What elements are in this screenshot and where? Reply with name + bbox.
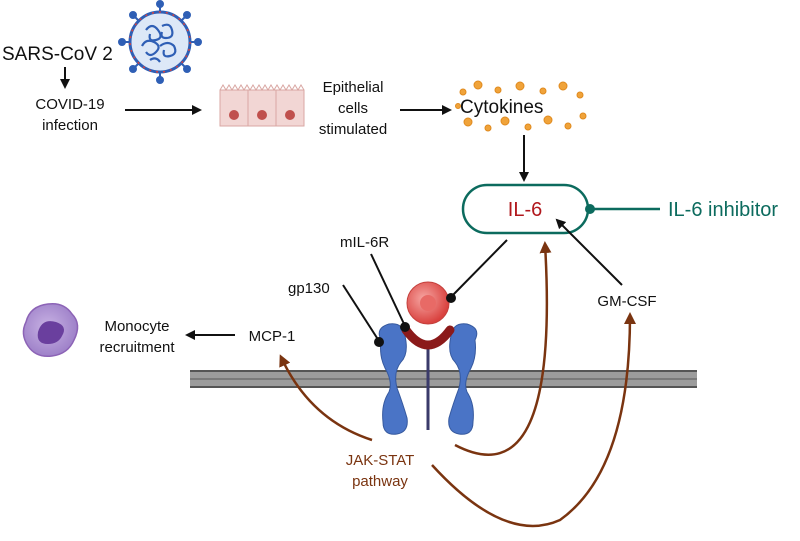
mil6r-label: mIL-6R [340, 234, 389, 251]
il6-label: IL-6 [508, 199, 542, 221]
gp130-label: gp130 [288, 280, 330, 297]
inhibitor-label: IL-6 inhibitor [668, 199, 778, 221]
inhibitor-blunt-end [585, 204, 595, 214]
epithelial-cells-icon [219, 84, 305, 127]
gp130-receptor-icon [378, 323, 478, 435]
cytokine-dots-icon [455, 80, 587, 132]
epithelial-label-line2: cells [338, 100, 368, 117]
infection-label-line1: COVID-19 [35, 96, 104, 113]
cell-membrane [190, 370, 697, 388]
jakstat-label-line1: JAK-STAT [346, 452, 415, 469]
jakstat-arrows [279, 241, 636, 528]
gmcsf-to-il6-arrow [555, 218, 623, 286]
virus-icon [118, 0, 202, 84]
virus-label: SARS-CoV 2 [2, 44, 113, 65]
epithelial-label-line3: stimulated [319, 121, 387, 138]
monocyte-icon [22, 302, 79, 358]
cytokines-label: Cytokines [460, 97, 543, 118]
il6-ball-core [420, 295, 436, 311]
mil6r-receptor-icon [401, 325, 455, 350]
gmcsf-label: GM-CSF [597, 293, 656, 310]
gp130-pointer-dot [374, 337, 384, 347]
mil6r-pointer [370, 253, 406, 327]
monocyte-label-line2: recruitment [99, 339, 175, 356]
il6-binding-line [450, 239, 508, 298]
monocyte-label-line1: Monocyte [104, 318, 169, 335]
infection-label-line2: infection [42, 117, 98, 134]
mil6r-pointer-dot [400, 322, 410, 332]
gp130-pointer [342, 284, 380, 342]
epithelial-label-line1: Epithelial [323, 79, 384, 96]
il6-binding-dot [446, 293, 456, 303]
mcp1-label: MCP-1 [249, 328, 296, 345]
jakstat-label-line2: pathway [352, 473, 408, 490]
